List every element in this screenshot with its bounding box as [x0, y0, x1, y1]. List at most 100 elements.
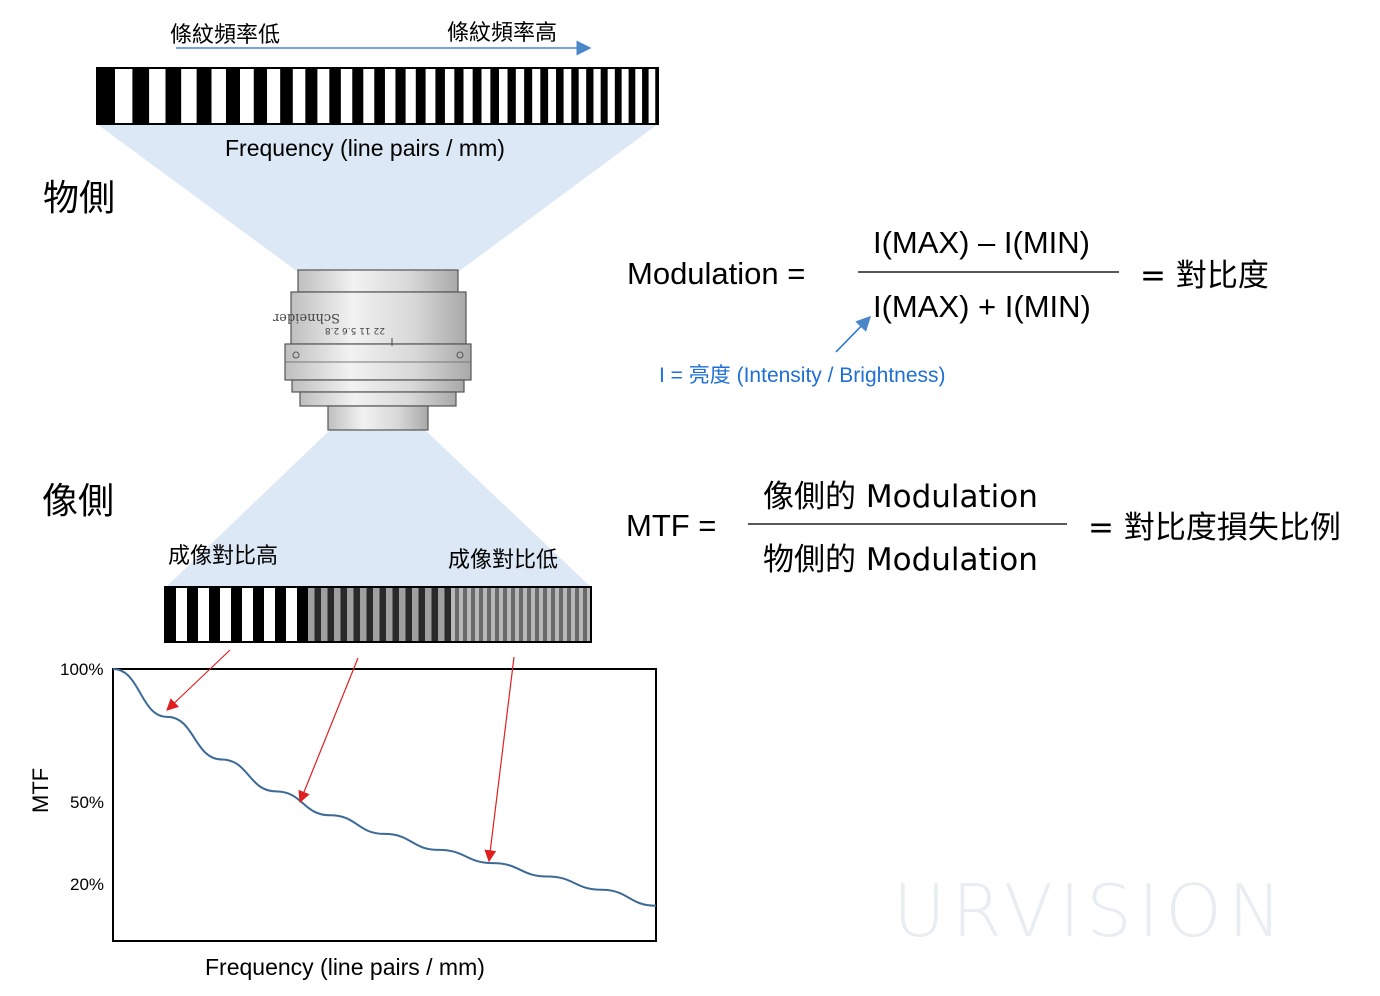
intensity-note: I = 亮度 (Intensity / Brightness) — [659, 364, 946, 387]
mtf-denominator: 物側的 Modulation — [763, 542, 1038, 578]
stripe-bar — [253, 587, 264, 642]
stripe-bar — [187, 587, 198, 642]
stripe-bar — [556, 68, 564, 124]
chart-plot-area — [112, 668, 657, 942]
stripe-bar — [363, 68, 375, 124]
stripe-bar — [379, 587, 386, 642]
stripe-bar — [511, 587, 515, 642]
stripe-bar — [499, 587, 503, 642]
red-arrow-high-contrast — [166, 649, 231, 711]
modulation-lhs: Modulation = — [627, 256, 805, 291]
object-frequency-caption: Frequency (line pairs / mm) — [225, 135, 505, 161]
stripe-bar — [347, 587, 354, 642]
stripe-bar — [539, 587, 543, 642]
stripe-bar — [165, 68, 182, 124]
stripe-bar — [220, 587, 231, 642]
stripe-bar — [578, 68, 587, 124]
mtf-curve — [112, 668, 657, 907]
stripe-bar — [607, 68, 615, 124]
stripe-bar — [231, 587, 242, 642]
stripe-bar — [340, 68, 353, 124]
stripe-bar — [97, 68, 115, 124]
mtf-chart: 100% 50% 20% MTF Frequency (line pairs /… — [28, 660, 657, 980]
stripe-bar — [593, 68, 601, 124]
stripe-bar — [559, 587, 563, 642]
stripe-bar — [415, 68, 426, 124]
stripe-bar — [444, 587, 451, 642]
modulation-rhs: = 對比度 — [1140, 258, 1269, 294]
stripe-bar — [548, 68, 557, 124]
stripe-bar — [384, 68, 396, 124]
stripe-bar — [165, 587, 176, 642]
stripe-bar — [471, 587, 475, 642]
red-arrow-low-contrast — [484, 656, 515, 863]
stripe-bar — [655, 68, 658, 124]
stripe-bar — [253, 68, 268, 124]
lens-illustration: Schneider 22 11 5.6 2.8 — [272, 269, 472, 431]
stripe-bar — [507, 587, 511, 642]
mtf-rhs: = 對比度損失比例 — [1088, 510, 1341, 546]
y-tick-20: 20% — [70, 875, 104, 894]
stripe-bar — [648, 68, 656, 124]
red-arrow-mid-contrast — [298, 657, 359, 804]
stripe-bar — [555, 587, 559, 642]
y-tick-50: 50% — [70, 793, 104, 812]
stripe-bar — [438, 587, 445, 642]
stripe-bar — [297, 587, 308, 642]
stripe-bar — [491, 587, 495, 642]
stripe-bar — [621, 68, 629, 124]
stripe-bar — [292, 68, 306, 124]
stripe-bar — [412, 587, 419, 642]
stripe-bar — [463, 68, 473, 124]
stripe-bar — [425, 68, 436, 124]
low-frequency-label: 條紋頻率低 — [170, 23, 280, 48]
stripe-bar — [635, 68, 643, 124]
stripe-bar — [418, 587, 425, 642]
stripe-bar — [563, 68, 572, 124]
stripe-bar — [455, 587, 459, 642]
high-contrast-label: 成像對比高 — [168, 544, 278, 569]
object-stripe-pattern — [97, 68, 658, 124]
stripe-bar — [395, 68, 406, 124]
lens-brand-marking: Schneider — [272, 310, 340, 325]
stripe-bar — [499, 68, 508, 124]
stripe-bar — [490, 68, 500, 124]
lens-aperture-scale: 22 11 5.6 2.8 — [325, 325, 385, 335]
stripe-bar — [519, 587, 523, 642]
stripe-bar — [425, 587, 432, 642]
stripe-bar — [567, 587, 571, 642]
stripe-bar — [352, 68, 364, 124]
stripe-bar — [532, 68, 541, 124]
image-light-cone — [165, 430, 592, 588]
stripe-bar — [317, 68, 330, 124]
stripe-bar — [198, 587, 209, 642]
stripe-bar — [587, 587, 591, 642]
high-frequency-label: 條紋頻率高 — [447, 21, 557, 46]
stripe-bar — [495, 587, 499, 642]
stripe-bar — [524, 68, 533, 124]
stripe-bar — [366, 587, 373, 642]
stripe-bar — [600, 68, 608, 124]
stripe-bar — [149, 68, 166, 124]
image-stripe-frame — [164, 586, 592, 643]
stripe-bar — [472, 68, 482, 124]
stripe-bar — [515, 68, 525, 124]
stripe-bar — [386, 587, 393, 642]
stripe-bar — [547, 587, 551, 642]
stripe-bar — [583, 587, 587, 642]
stripe-bar — [523, 587, 527, 642]
stripe-bar — [321, 587, 328, 642]
stripe-bar — [551, 587, 555, 642]
stripe-bar — [459, 587, 463, 642]
stripe-bar — [543, 587, 547, 642]
stripe-bar — [275, 587, 286, 642]
intensity-pointer-arrow — [835, 315, 872, 353]
stripe-bar — [503, 587, 507, 642]
stripe-bar — [181, 68, 197, 124]
mtf-lhs: MTF = — [626, 508, 716, 543]
stripe-bar — [392, 587, 399, 642]
image-side-label: 像側 — [42, 481, 114, 522]
stripe-bar — [527, 587, 531, 642]
stripe-bar — [329, 68, 341, 124]
